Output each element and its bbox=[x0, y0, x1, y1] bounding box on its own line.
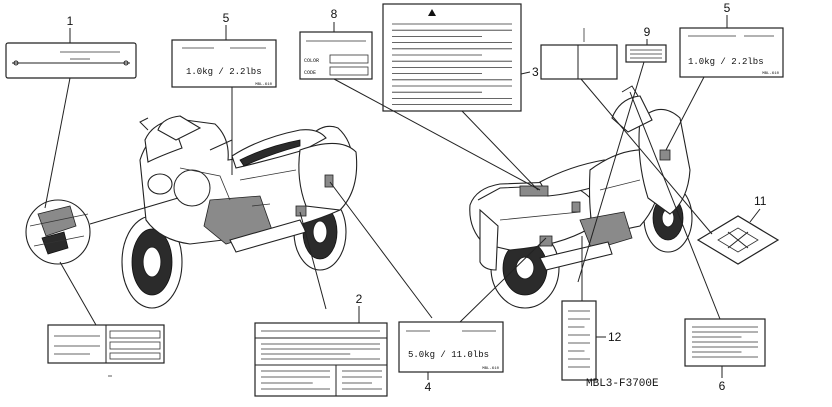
motorcycle-left bbox=[121, 115, 358, 309]
label-3: 3 bbox=[382, 3, 539, 112]
label-10 bbox=[47, 324, 165, 364]
callout-3: 3 bbox=[532, 65, 539, 79]
color-field-label: COLOR bbox=[304, 58, 319, 64]
label-5-right: 1.0kg / 2.2lbs MBL-610 5 bbox=[679, 1, 784, 78]
callout-5-left: 5 bbox=[223, 11, 230, 25]
motorcycle-right bbox=[469, 85, 693, 309]
label-1: 1 bbox=[5, 14, 137, 79]
label-9: 9 bbox=[625, 25, 667, 63]
label-5-left: 1.0kg / 2.2lbs MBL-610 5 bbox=[171, 11, 277, 88]
part-code-text: MBL-610 bbox=[255, 83, 272, 87]
callout-6: 6 bbox=[719, 379, 726, 393]
label-6: 6 bbox=[684, 318, 766, 393]
code-field-label: CODE bbox=[304, 70, 316, 76]
callout-2: 2 bbox=[356, 292, 363, 306]
load-limit-text: 1.0kg / 2.2lbs bbox=[186, 67, 262, 77]
label-2: 2 bbox=[254, 292, 388, 397]
callout-4: 4 bbox=[425, 380, 432, 394]
label-11: 11 bbox=[696, 194, 780, 265]
label-4: 5.0kg / 11.0lbs MBL-610 4 bbox=[398, 321, 504, 394]
warning-triangle-icon bbox=[428, 9, 436, 16]
load-limit-text: 1.0kg / 2.2lbs bbox=[688, 57, 764, 67]
inset-detail bbox=[25, 199, 91, 265]
callout-8: 8 bbox=[331, 7, 338, 21]
part-code-text: MBL-610 bbox=[762, 72, 779, 76]
leader-lines bbox=[44, 15, 761, 380]
label-12: 12 bbox=[561, 300, 622, 381]
callout-1: 1 bbox=[67, 14, 74, 28]
callout-12: 12 bbox=[608, 330, 622, 344]
part-code-text: MBL-610 bbox=[482, 367, 499, 371]
label-7 bbox=[540, 28, 618, 80]
load-limit-text: 5.0kg / 11.0lbs bbox=[408, 350, 489, 360]
callout-11: 11 bbox=[754, 194, 767, 208]
figure-id: MBL3-F3700E bbox=[586, 378, 659, 390]
callout-9: 9 bbox=[644, 25, 651, 39]
label-8: COLOR CODE 8 bbox=[299, 7, 373, 80]
callout-5-right: 5 bbox=[724, 1, 731, 15]
